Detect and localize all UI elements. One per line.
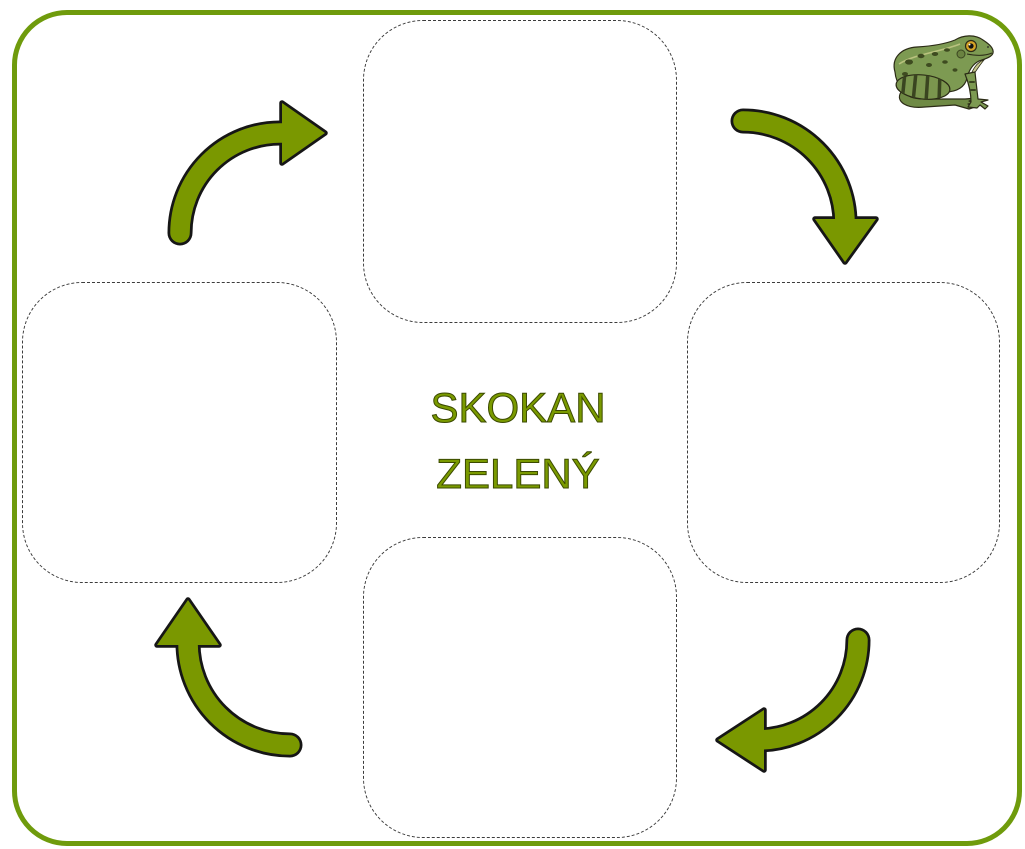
title-line-2: ZELENÝ: [436, 450, 600, 498]
stage-box-top: [363, 20, 677, 323]
stage-box-left: [22, 282, 337, 583]
cycle-arrow-bottom-right: [715, 627, 871, 773]
cycle-arrow-bottom-left: [154, 597, 303, 758]
stage-box-bottom: [363, 537, 677, 838]
title-line-1: SKOKAN: [430, 384, 606, 432]
worksheet-frame: [12, 10, 1022, 846]
cycle-arrow-top-right: [730, 108, 879, 265]
frog-icon: [893, 35, 994, 110]
stage-box-right: [687, 282, 1000, 583]
diagram-title: SKOKAN ZELENÝ: [368, 375, 668, 507]
cycle-arrow-top-left: [167, 100, 328, 246]
